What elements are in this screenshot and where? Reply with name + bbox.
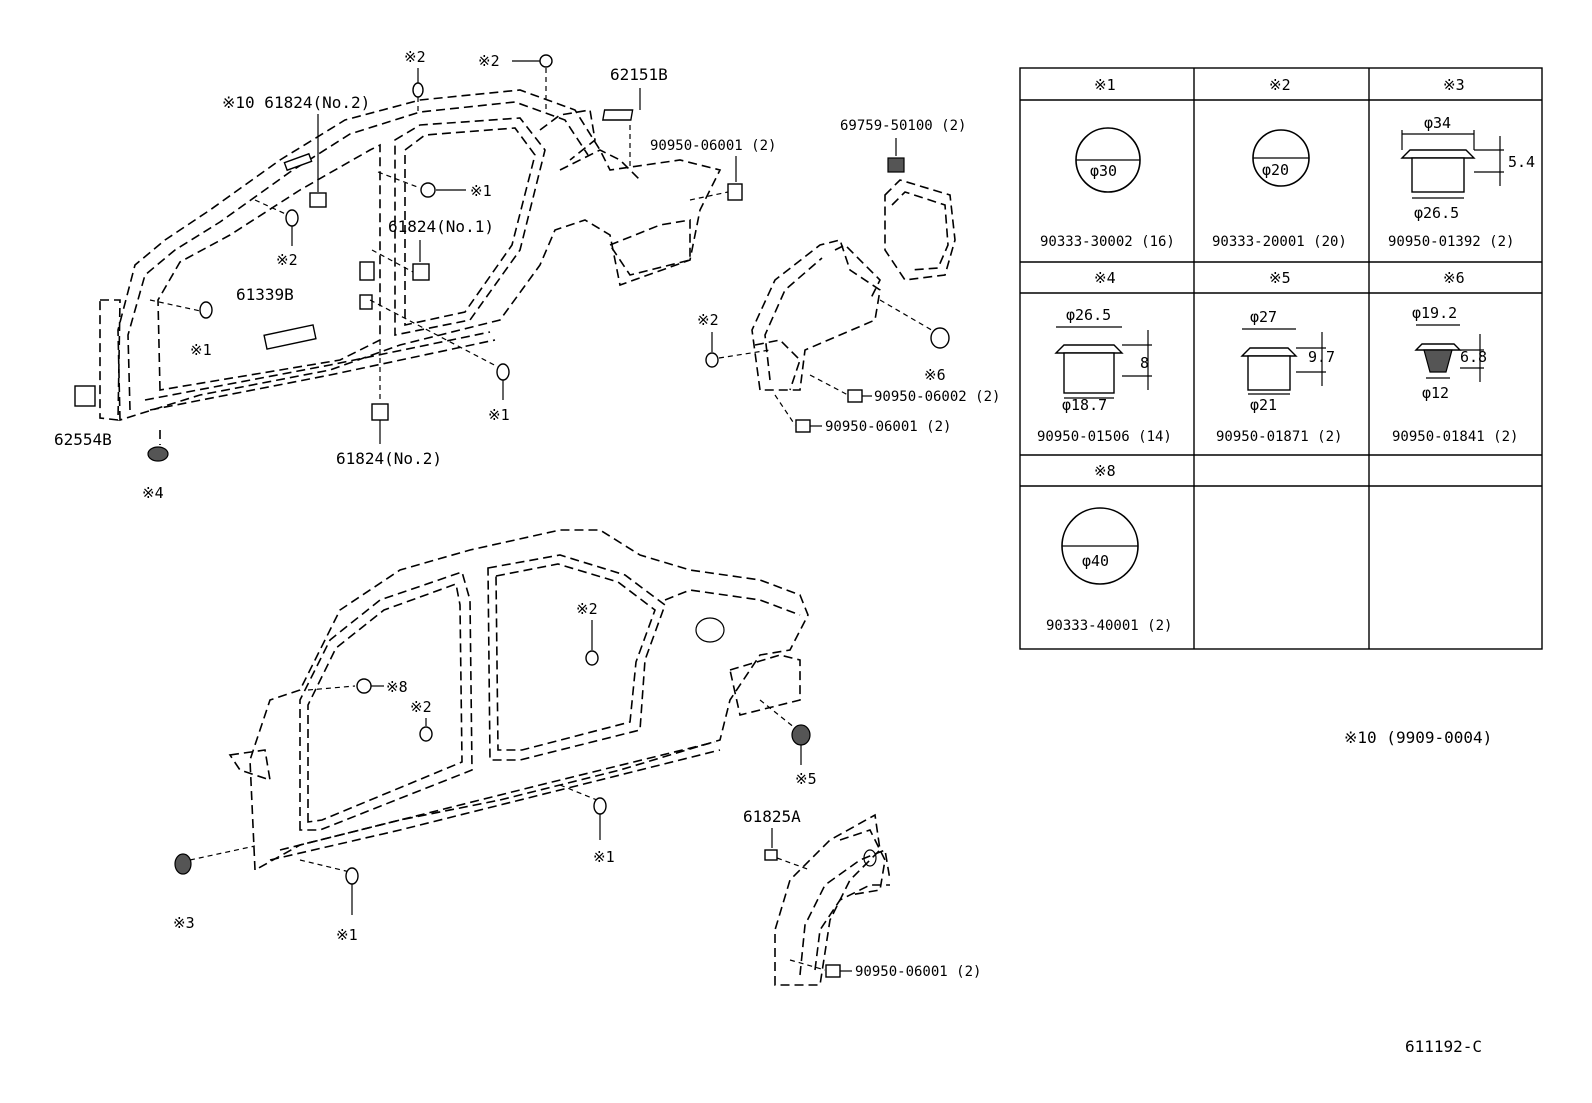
lower-body-side-drawing	[228, 529, 809, 872]
marker-m3: ※3	[173, 914, 195, 932]
grommet-m5-icon	[791, 724, 811, 746]
diagram-id: 611192-C	[1405, 1037, 1482, 1056]
dim-m4-height: 8	[1140, 354, 1149, 372]
legend-cell-m5: φ27 9.7 φ21 90950-01871 (2)	[1216, 308, 1342, 445]
legend-cell-m6: φ19.2 6.8 φ12 90950-01841 (2)	[1392, 304, 1518, 445]
upper-body-side-drawing	[99, 89, 722, 422]
part-m2: 90333-20001 (20)	[1212, 234, 1347, 250]
marker-m2-lower-rear: ※2	[576, 600, 598, 618]
label-90950-06001-mid: 90950-06001 (2)	[825, 419, 951, 435]
part-m8: 90333-40001 (2)	[1046, 618, 1172, 634]
legend-header-m1: ※1	[1094, 76, 1116, 94]
label-90950-06002: 90950-06002 (2)	[874, 389, 1000, 405]
lower-wheel-arch-drawing: 61825A 90950-06001 (2)	[743, 807, 981, 986]
extension-69759-icon	[887, 157, 905, 173]
pad-61339b-shape	[263, 324, 317, 350]
marker-m1-upper: ※1	[470, 182, 492, 200]
rear-wheelhouse-drawing: 69759-50100 (2) ※6 ※2 90950-06002 (2) 90…	[697, 118, 1000, 435]
marker-m2-top: ※2	[404, 48, 426, 66]
dim-m4-top: φ26.5	[1066, 306, 1111, 324]
part-m4: 90950-01506 (14)	[1037, 429, 1172, 445]
marker-m5: ※5	[795, 770, 817, 788]
label-90950-06001-low: 90950-06001 (2)	[855, 964, 981, 980]
legend-header-m3: ※3	[1443, 76, 1465, 94]
label-69759-50100: 69759-50100 (2)	[840, 118, 966, 134]
dim-m5-bottom: φ21	[1250, 396, 1277, 414]
legend-header-m6: ※6	[1443, 269, 1465, 287]
legend-cell-m8: φ40 90333-40001 (2)	[1046, 507, 1172, 634]
label-62554b: 62554B	[54, 430, 112, 449]
legend-table: ※1 ※2 ※3 ※4 ※5 ※6 ※8 φ30 90333-30002 (16…	[1019, 67, 1543, 650]
dim-m3-top: φ34	[1424, 114, 1451, 132]
dim-m4-bottom: φ18.7	[1062, 396, 1107, 414]
legend-header-m5: ※5	[1269, 269, 1291, 287]
label-61824-no2-top: ※10 61824(No.2)	[222, 93, 370, 112]
part-m3: 90950-01392 (2)	[1388, 234, 1514, 250]
dim-m2-dia: φ20	[1262, 161, 1289, 179]
part-m6: 90950-01841 (2)	[1392, 429, 1518, 445]
hole-plug-m3-icon	[174, 853, 192, 875]
marker-m6: ※6	[924, 366, 946, 384]
label-90950-06001-upper: 90950-06001 (2)	[650, 138, 776, 154]
upper-callouts: 62554B ※4 ※1 ※2 ※2 ※10 61824(No.2) ※2 62…	[54, 48, 776, 502]
marker-m8: ※8	[386, 678, 408, 696]
pad-62554b-icon	[74, 385, 96, 407]
dim-m6-bottom: φ12	[1422, 384, 1449, 402]
legend-cell-m2: φ20 90333-20001 (20)	[1212, 129, 1347, 250]
marker-m1-lower-left: ※1	[336, 926, 358, 944]
marker-m2-mid: ※2	[276, 251, 298, 269]
dim-m3-bottom: φ26.5	[1414, 204, 1459, 222]
part-m5: 90950-01871 (2)	[1216, 429, 1342, 445]
grommet-m6-icon	[930, 327, 950, 349]
legend-header-m4: ※4	[1094, 269, 1116, 287]
footnote-note-10: ※10 (9909-0004)	[1344, 728, 1492, 747]
dim-m6-top: φ19.2	[1412, 304, 1457, 322]
marker-m1-lower-center: ※1	[593, 848, 615, 866]
label-61339b: 61339B	[236, 285, 294, 304]
legend-cell-m1: φ30 90333-30002 (16)	[1040, 127, 1175, 250]
dim-m1-dia: φ30	[1090, 162, 1117, 180]
marker-m1-left: ※1	[190, 341, 212, 359]
legend-header-m2: ※2	[1269, 76, 1291, 94]
label-61825a: 61825A	[743, 807, 801, 826]
label-62151b: 62151B	[610, 65, 668, 84]
marker-m2-roof: ※2	[478, 52, 500, 70]
legend-header-m8: ※8	[1094, 462, 1116, 480]
dim-m3-height: 5.4	[1508, 153, 1535, 171]
dim-m5-top: φ27	[1250, 308, 1277, 326]
marker-m4: ※4	[142, 484, 164, 502]
label-61824-no2-bottom: 61824(No.2)	[336, 449, 442, 468]
part-m1: 90333-30002 (16)	[1040, 234, 1175, 250]
marker-m1-lower-right: ※1	[488, 406, 510, 424]
label-61824-no1: 61824(No.1)	[388, 217, 494, 236]
dim-m8-dia: φ40	[1082, 552, 1109, 570]
legend-cell-m3: φ34 5.4 φ26.5 90950-01392 (2)	[1388, 114, 1535, 250]
lower-callouts: ※8 ※2 ※2 ※1 ※1 ※3 ※5	[173, 600, 817, 944]
marker-m2-lower-door: ※2	[410, 698, 432, 716]
grommet-m4-icon	[147, 446, 169, 462]
dim-m6-height: 6.8	[1460, 348, 1487, 366]
legend-cell-m4: φ26.5 8 φ18.7 90950-01506 (14)	[1037, 306, 1172, 445]
dim-m5-height: 9.7	[1308, 348, 1335, 366]
marker-m2-wheelhouse: ※2	[697, 311, 719, 329]
